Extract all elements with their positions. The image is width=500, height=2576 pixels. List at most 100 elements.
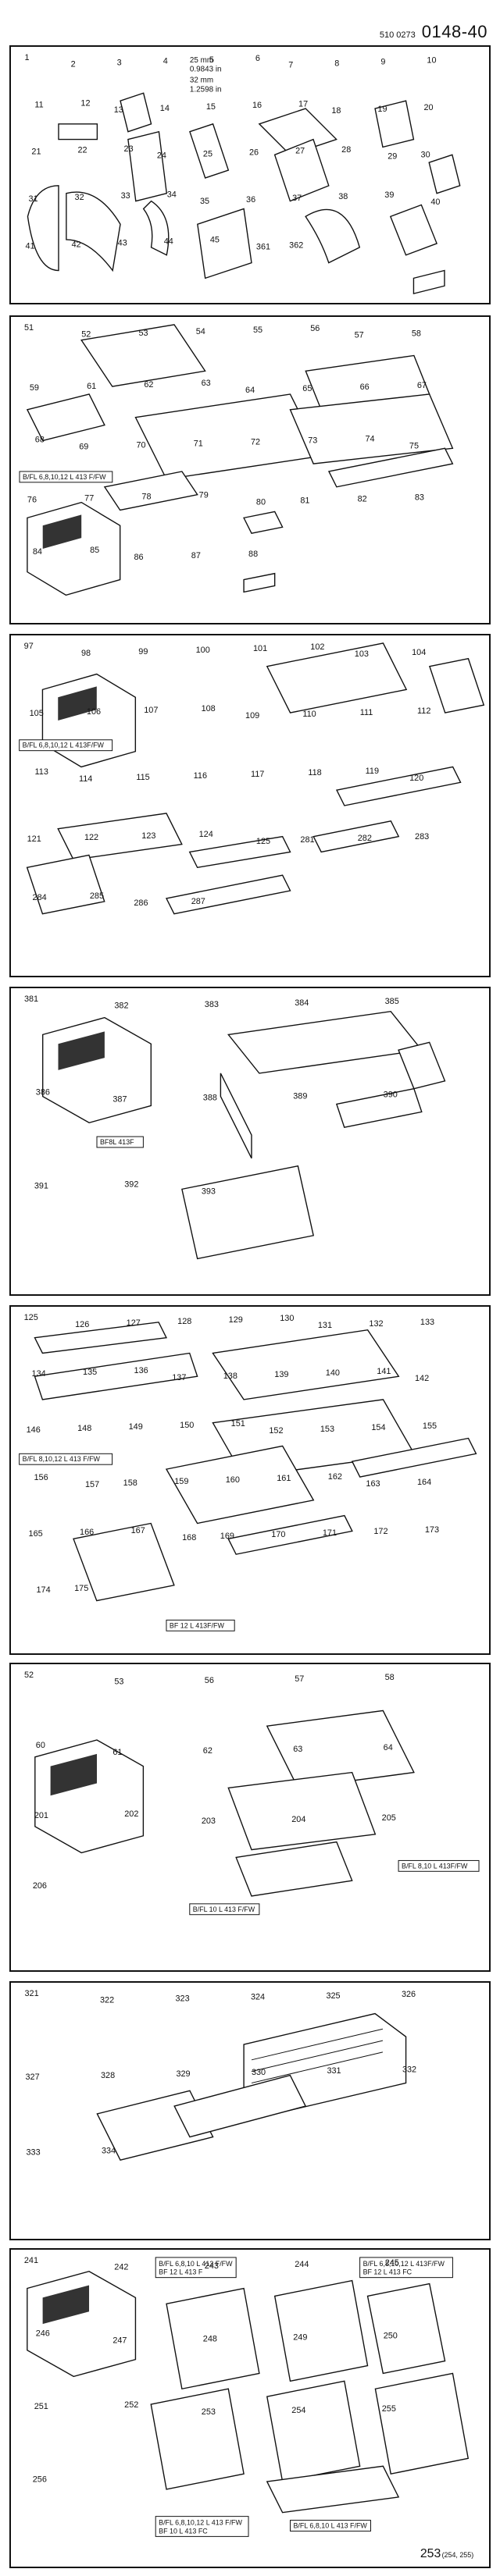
callout-114: 114 bbox=[79, 774, 92, 784]
callout-282: 282 bbox=[358, 834, 372, 843]
callout-164: 164 bbox=[417, 1478, 431, 1487]
callout-33: 33 bbox=[121, 191, 130, 201]
callout-14: 14 bbox=[160, 104, 170, 113]
callout-80: 80 bbox=[256, 498, 266, 507]
diagram-panel-8: B/FL 6,8,10 L 413 F/FW BF 12 L 413 F B/F… bbox=[9, 2248, 491, 2568]
callout-254: 254 bbox=[291, 2406, 305, 2415]
callout-27: 27 bbox=[295, 147, 305, 156]
svg-text:BF 12 L 413 F: BF 12 L 413 F bbox=[159, 2268, 203, 2276]
callout-386: 386 bbox=[36, 1088, 50, 1098]
callout-36: 36 bbox=[246, 195, 255, 205]
callout-159: 159 bbox=[174, 1477, 188, 1486]
callout-141: 141 bbox=[377, 1367, 391, 1376]
callout-148: 148 bbox=[77, 1424, 91, 1433]
callout-115: 115 bbox=[136, 773, 149, 782]
callout-392: 392 bbox=[124, 1179, 138, 1189]
diagram-panel-6: B/FL 10 L 413 F/FW B/FL 8,10 L 413F/FW 5… bbox=[9, 1663, 491, 1972]
svg-text:B/FL 6,8,10 L 413 F/FW: B/FL 6,8,10 L 413 F/FW bbox=[159, 2260, 233, 2268]
callout-243: 243 bbox=[205, 2261, 219, 2271]
callout-53: 53 bbox=[138, 329, 148, 338]
callout-245: 245 bbox=[385, 2258, 399, 2268]
callout-203: 203 bbox=[202, 1816, 216, 1826]
engine-variant-label-right: B/FL 8,10 L 413F/FW bbox=[398, 1859, 480, 1872]
callout-170: 170 bbox=[271, 1530, 285, 1539]
callout-287: 287 bbox=[191, 897, 205, 906]
callout-172: 172 bbox=[373, 1527, 388, 1536]
callout-53: 53 bbox=[114, 1678, 123, 1687]
callout-76: 76 bbox=[27, 496, 37, 505]
part-shapes bbox=[34, 1710, 415, 1897]
callout-28: 28 bbox=[341, 145, 351, 155]
callout-131: 131 bbox=[318, 1321, 332, 1330]
callout-40: 40 bbox=[430, 197, 440, 207]
callout-83: 83 bbox=[415, 493, 424, 503]
callout-175: 175 bbox=[74, 1584, 88, 1593]
callout-117: 117 bbox=[251, 770, 264, 779]
callout-4: 4 bbox=[163, 57, 168, 66]
callout-5: 5 bbox=[209, 55, 214, 65]
callout-384: 384 bbox=[295, 998, 309, 1008]
callout-97: 97 bbox=[24, 642, 34, 651]
callout-71: 71 bbox=[194, 439, 203, 448]
callout-361: 361 bbox=[256, 243, 270, 252]
callout-23: 23 bbox=[124, 144, 134, 154]
callout-334: 334 bbox=[102, 2147, 116, 2156]
svg-text:B/FL 6,8,10,12 L 413 F/FW: B/FL 6,8,10,12 L 413 F/FW bbox=[159, 2519, 242, 2527]
svg-text:B/FL 6,8,10,12 L 413F/FW: B/FL 6,8,10,12 L 413F/FW bbox=[363, 2260, 445, 2268]
callout-142: 142 bbox=[415, 1374, 429, 1383]
callout-15: 15 bbox=[206, 102, 216, 112]
callout-63: 63 bbox=[202, 379, 211, 388]
part-number: 0148-40 bbox=[421, 22, 488, 41]
callout-249: 249 bbox=[293, 2332, 307, 2342]
callout-62: 62 bbox=[144, 380, 153, 390]
callout-362: 362 bbox=[289, 241, 303, 251]
callout-322: 322 bbox=[100, 1996, 114, 2005]
callout-20: 20 bbox=[423, 103, 433, 112]
callout-8: 8 bbox=[334, 59, 339, 69]
part-shapes bbox=[96, 2012, 407, 2161]
callout-25: 25 bbox=[203, 150, 212, 159]
callout-126: 126 bbox=[75, 1320, 89, 1329]
document-number: 510 0273 bbox=[379, 30, 416, 40]
callout-206: 206 bbox=[33, 1881, 47, 1891]
part-shapes bbox=[27, 2270, 470, 2514]
callout-104: 104 bbox=[412, 648, 426, 657]
svg-text:BF8L 413F: BF8L 413F bbox=[100, 1138, 134, 1146]
callout-325: 325 bbox=[326, 1991, 340, 2001]
callout-3: 3 bbox=[117, 59, 122, 68]
callout-204: 204 bbox=[291, 1815, 305, 1824]
reference-callout: 253 (254, 255) bbox=[420, 2547, 473, 2560]
callout-57: 57 bbox=[295, 1674, 304, 1684]
svg-text:B/FL 6,8,10,12 L 413F/FW: B/FL 6,8,10,12 L 413F/FW bbox=[23, 742, 105, 749]
callout-55: 55 bbox=[253, 326, 262, 335]
callout-44: 44 bbox=[164, 237, 173, 247]
callout-324: 324 bbox=[251, 1993, 265, 2002]
engine-variant-label-top-right: B/FL 6,8,10,12 L 413F/FW BF 12 L 413 FC bbox=[359, 2257, 453, 2279]
callout-34: 34 bbox=[167, 190, 177, 199]
svg-text:B/FL 8,10,12 L 413 F/FW: B/FL 8,10,12 L 413 F/FW bbox=[23, 1455, 101, 1463]
callout-105: 105 bbox=[30, 709, 44, 718]
callout-29: 29 bbox=[388, 152, 397, 162]
callout-26: 26 bbox=[249, 148, 259, 158]
callout-251: 251 bbox=[34, 2402, 48, 2411]
callout-255: 255 bbox=[382, 2404, 396, 2414]
callout-1: 1 bbox=[25, 53, 30, 62]
part-shapes bbox=[42, 1010, 446, 1260]
engine-variant-label: BF8L 413F bbox=[96, 1136, 144, 1148]
callout-111: 111 bbox=[360, 708, 373, 717]
callout-149: 149 bbox=[129, 1422, 143, 1432]
svg-text:B/FL 6,8,10 L 413 F/FW: B/FL 6,8,10 L 413 F/FW bbox=[293, 2521, 367, 2529]
callout-202: 202 bbox=[124, 1809, 138, 1819]
spec-line-2: 0.9843 in bbox=[190, 66, 222, 74]
callout-12: 12 bbox=[80, 98, 90, 108]
callout-169: 169 bbox=[220, 1532, 234, 1541]
callout-10: 10 bbox=[427, 56, 436, 66]
part-shapes bbox=[26, 642, 485, 915]
